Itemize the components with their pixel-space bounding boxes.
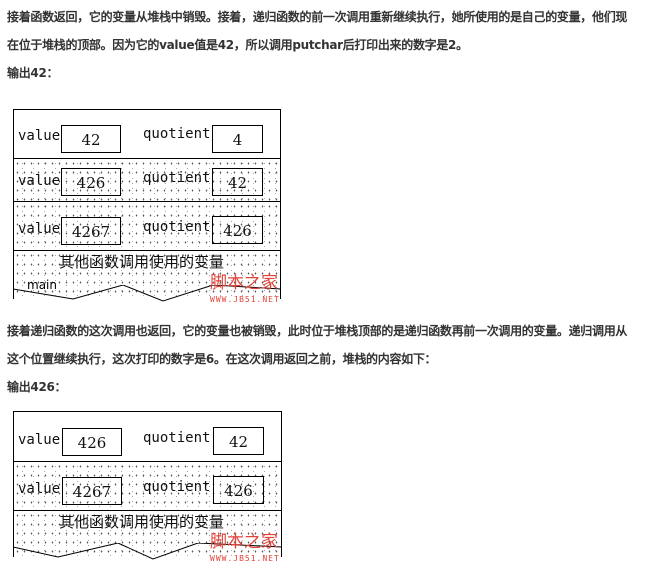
output-1-label: 输出42：	[7, 66, 59, 80]
other-vars-label: 其他函数调用使用的变量	[59, 513, 225, 531]
stack-frame: value 4267 quotient 426	[14, 462, 281, 511]
paragraph-1-line-2: 在位于堆栈的顶部。因为它的value值是42，所以调用putchar后打印出来的…	[7, 38, 468, 52]
quotient-box: 42	[213, 427, 264, 455]
other-variables-section: 其他函数调用使用的变量 main 脚本之家 WWW.JB51.NET	[13, 251, 281, 304]
paragraph-1-line-1: 接着函数返回，它的变量从堆栈中销毁。接着，递归函数的前一次调用重新继续执行，她所…	[7, 10, 628, 24]
paragraph-2-line-1: 接着递归函数的这次调用也返回，它的变量也被销毁，此时位于堆栈顶部的是递归函数再前…	[7, 324, 628, 338]
output-2-label: 输出426：	[7, 380, 67, 394]
quotient-box: 42	[212, 168, 263, 196]
stack-frame: value 426 quotient 42	[14, 159, 280, 202]
other-vars-label: 其他函数调用使用的变量	[59, 253, 225, 271]
value-box: 426	[61, 168, 121, 196]
watermark-logo: 脚本之家	[210, 532, 278, 552]
quotient-label: quotient	[143, 170, 211, 186]
value-label: value	[18, 432, 61, 448]
stack-diagram-1: value 42 quotient 4 value 426 quotient 4…	[13, 109, 281, 304]
stack-frame: value 426 quotient 42	[14, 412, 281, 462]
value-label: value	[18, 128, 61, 144]
other-variables-section: 其他函数调用使用的变量 脚本之家 WWW.JB51.NET	[13, 511, 282, 563]
paragraph-2-line-2: 这个位置继续执行，这次打印的数字是6。在这次调用返回之前，堆栈的内容如下：	[7, 352, 437, 366]
stack-diagram-2: value 426 quotient 42 value 4267 quotien…	[13, 411, 282, 563]
value-label: value	[18, 221, 61, 237]
watermark-url: WWW.JB51.NET	[210, 554, 280, 563]
value-box: 4267	[61, 217, 121, 245]
quotient-label: quotient	[143, 430, 211, 446]
main-label: main	[27, 278, 57, 292]
watermark-logo: 脚本之家	[210, 273, 278, 293]
quotient-box: 426	[213, 476, 264, 504]
watermark-url: WWW.JB51.NET	[210, 295, 280, 304]
stack-frame: value 42 quotient 4	[14, 110, 280, 159]
paragraph-2: 接着递归函数的这次调用也返回，它的变量也被销毁，此时位于堆栈顶部的是递归函数再前…	[7, 317, 657, 401]
value-box: 42	[61, 125, 121, 153]
quotient-box: 426	[212, 216, 263, 244]
value-label: value	[18, 481, 61, 497]
paragraph-1: 接着函数返回，它的变量从堆栈中销毁。接着，递归函数的前一次调用重新继续执行，她所…	[7, 3, 657, 87]
torn-edge	[13, 543, 282, 560]
torn-edge	[13, 285, 281, 302]
value-label: value	[18, 173, 61, 189]
quotient-label: quotient	[143, 479, 211, 495]
stack-frame: value 4267 quotient 426	[14, 202, 280, 251]
value-box: 426	[62, 428, 122, 456]
quotient-label: quotient	[143, 219, 211, 235]
quotient-label: quotient	[143, 126, 211, 142]
value-box: 4267	[62, 477, 122, 505]
quotient-box: 4	[212, 125, 263, 153]
